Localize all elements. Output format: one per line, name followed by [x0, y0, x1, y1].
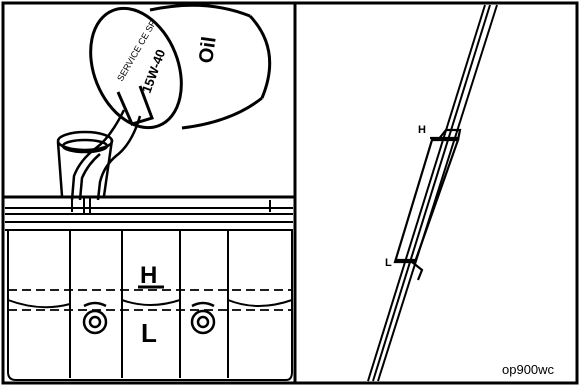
oil-can-grade-label: 15W-40 — [139, 47, 169, 95]
sump-low-mark: L — [141, 318, 157, 348]
dipstick-rod — [368, 5, 497, 381]
oil-can — [74, 0, 270, 141]
dipstick-panel — [368, 5, 497, 381]
dipstick-low-mark: L — [385, 257, 392, 269]
oil-pouring-panel — [58, 0, 270, 200]
sump-high-mark: H — [140, 262, 157, 289]
figure-code: op900wc — [502, 362, 555, 377]
figure-frame — [3, 3, 577, 383]
oil-can-brand-label: Oil — [195, 35, 220, 64]
oil-sump-panel — [5, 198, 293, 380]
sump-flange — [5, 198, 293, 230]
filler-neck — [58, 132, 112, 196]
sump-ribs — [8, 230, 292, 380]
dipstick-high-mark: H — [418, 124, 426, 136]
